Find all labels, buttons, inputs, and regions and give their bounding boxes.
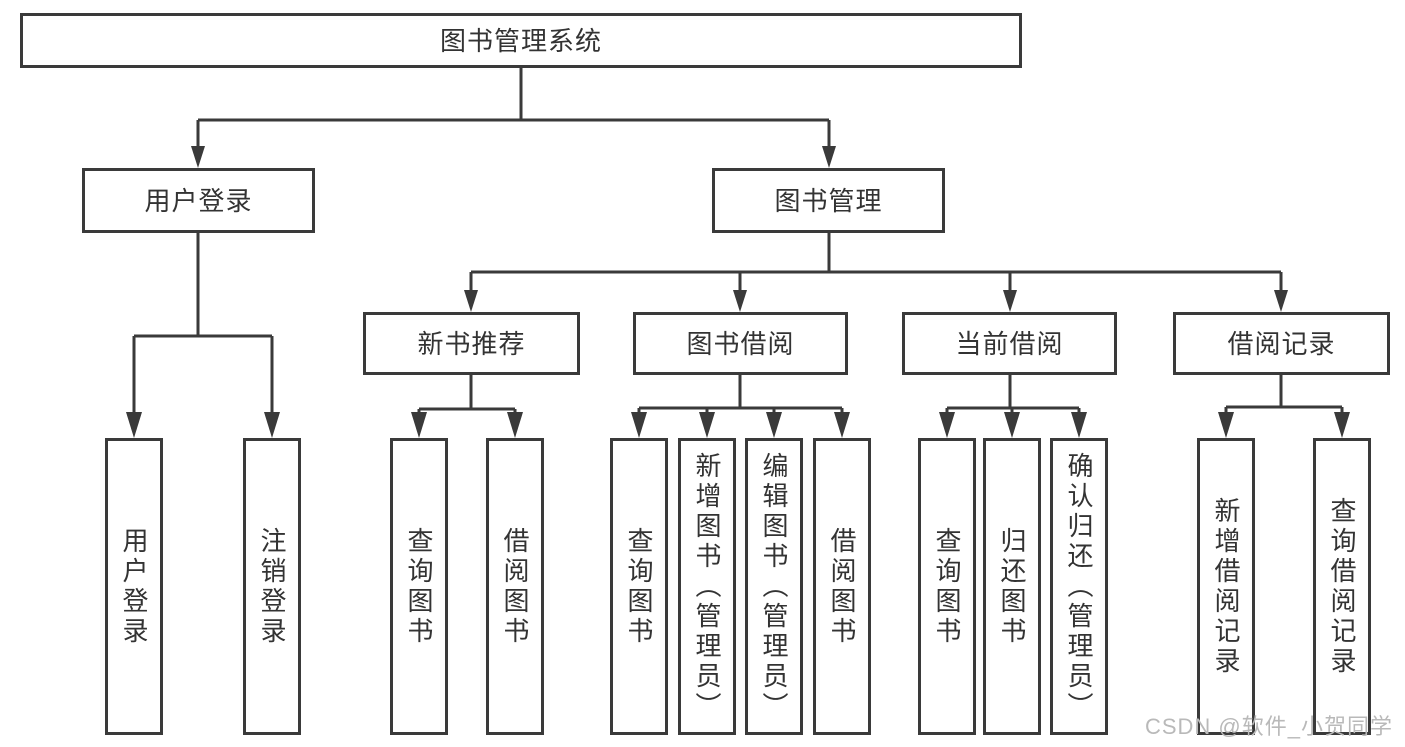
node-user-login-label: 用户登录 (144, 185, 253, 216)
leaf-current-query-books: 查询图书 (918, 438, 976, 735)
leaf-logout-label: 注销登录 (257, 526, 287, 647)
node-current-borrowing: 当前借阅 (902, 312, 1117, 375)
node-current-borrowing-label: 当前借阅 (955, 328, 1064, 359)
node-new-book-recommend: 新书推荐 (363, 312, 580, 375)
node-book-management: 图书管理 (712, 168, 945, 233)
node-root: 图书管理系统 (20, 13, 1022, 68)
leaf-borrowing-edit-books-admin: 编辑图书（管理员） (745, 438, 803, 735)
leaf-records-query-record: 查询借阅记录 (1313, 438, 1371, 735)
leaf-newbooks-query-books: 查询图书 (390, 438, 448, 735)
leaf-borrowing-borrow-books-label: 借阅图书 (827, 526, 857, 647)
node-borrow-records-label: 借阅记录 (1227, 328, 1336, 359)
node-user-login: 用户登录 (82, 168, 315, 233)
arrowheads (126, 146, 1350, 438)
leaf-borrowing-add-books-admin: 新增图书（管理员） (678, 438, 736, 735)
leaf-records-add-record: 新增借阅记录 (1197, 438, 1255, 735)
leaf-logout: 注销登录 (243, 438, 301, 735)
leaf-current-confirm-return-admin: 确认归还（管理员） (1050, 438, 1108, 735)
leaf-current-confirm-return-admin-label: 确认归还（管理员） (1064, 451, 1094, 722)
node-book-borrowing: 图书借阅 (633, 312, 848, 375)
node-book-borrowing-label: 图书借阅 (686, 328, 795, 359)
node-borrow-records: 借阅记录 (1173, 312, 1390, 375)
watermark: CSDN @软件_小贺同学 (1144, 714, 1393, 739)
leaf-user-login-label: 用户登录 (119, 526, 149, 647)
node-new-book-recommend-label: 新书推荐 (417, 328, 526, 359)
leaf-current-return-books-label: 归还图书 (997, 526, 1027, 647)
leaf-records-add-record-label: 新增借阅记录 (1211, 496, 1241, 677)
leaf-newbooks-query-books-label: 查询图书 (404, 526, 434, 647)
node-root-label: 图书管理系统 (439, 25, 602, 56)
leaf-borrowing-query-books-label: 查询图书 (624, 526, 654, 647)
leaf-current-return-books: 归还图书 (983, 438, 1041, 735)
leaf-records-query-record-label: 查询借阅记录 (1327, 496, 1357, 677)
leaf-borrowing-borrow-books: 借阅图书 (813, 438, 871, 735)
node-book-management-label: 图书管理 (774, 185, 883, 216)
leaf-newbooks-borrow-books-label: 借阅图书 (500, 526, 530, 647)
leaf-borrowing-add-books-admin-label: 新增图书（管理员） (692, 451, 722, 722)
leaf-current-query-books-label: 查询图书 (932, 526, 962, 647)
leaf-borrowing-edit-books-admin-label: 编辑图书（管理员） (759, 451, 789, 722)
leaf-newbooks-borrow-books: 借阅图书 (486, 438, 544, 735)
connector-path (132, 68, 1344, 414)
leaf-user-login: 用户登录 (105, 438, 163, 735)
leaf-borrowing-query-books: 查询图书 (610, 438, 668, 735)
